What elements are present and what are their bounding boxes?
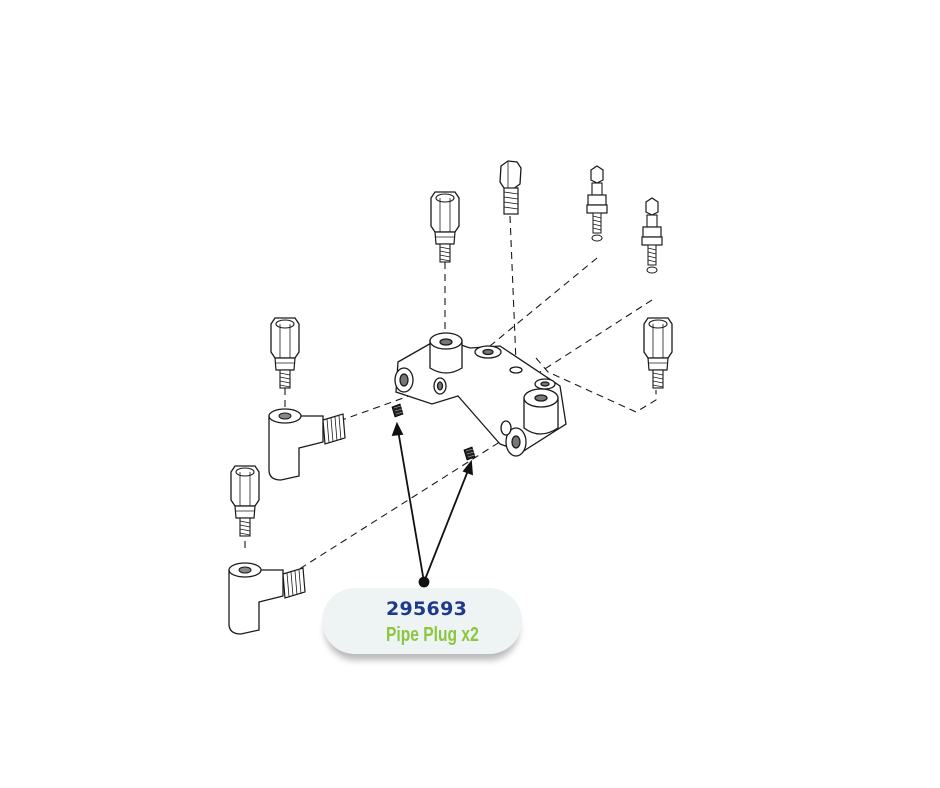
manifold-block [394, 332, 567, 457]
pipe-plug-1 [391, 403, 404, 418]
part-number: 295693 [386, 598, 468, 620]
swivel-fitting-top [430, 191, 460, 263]
swivel-fitting-left-lower [230, 465, 260, 537]
swivel-fitting-right [643, 317, 673, 389]
elbow-fitting-lower [228, 562, 306, 635]
elbow-fitting-upper [268, 408, 346, 481]
swivel-fitting-left-upper [270, 317, 300, 389]
valve-fitting-1 [586, 165, 608, 242]
hex-bolt [499, 160, 522, 215]
part-description: Pipe Plug x2 [386, 624, 479, 646]
part-callout: 295693 Pipe Plug x2 [322, 588, 522, 654]
valve-fitting-2 [641, 197, 663, 274]
pipe-plug-2 [463, 446, 476, 461]
callout-leader-lines [391, 421, 474, 588]
